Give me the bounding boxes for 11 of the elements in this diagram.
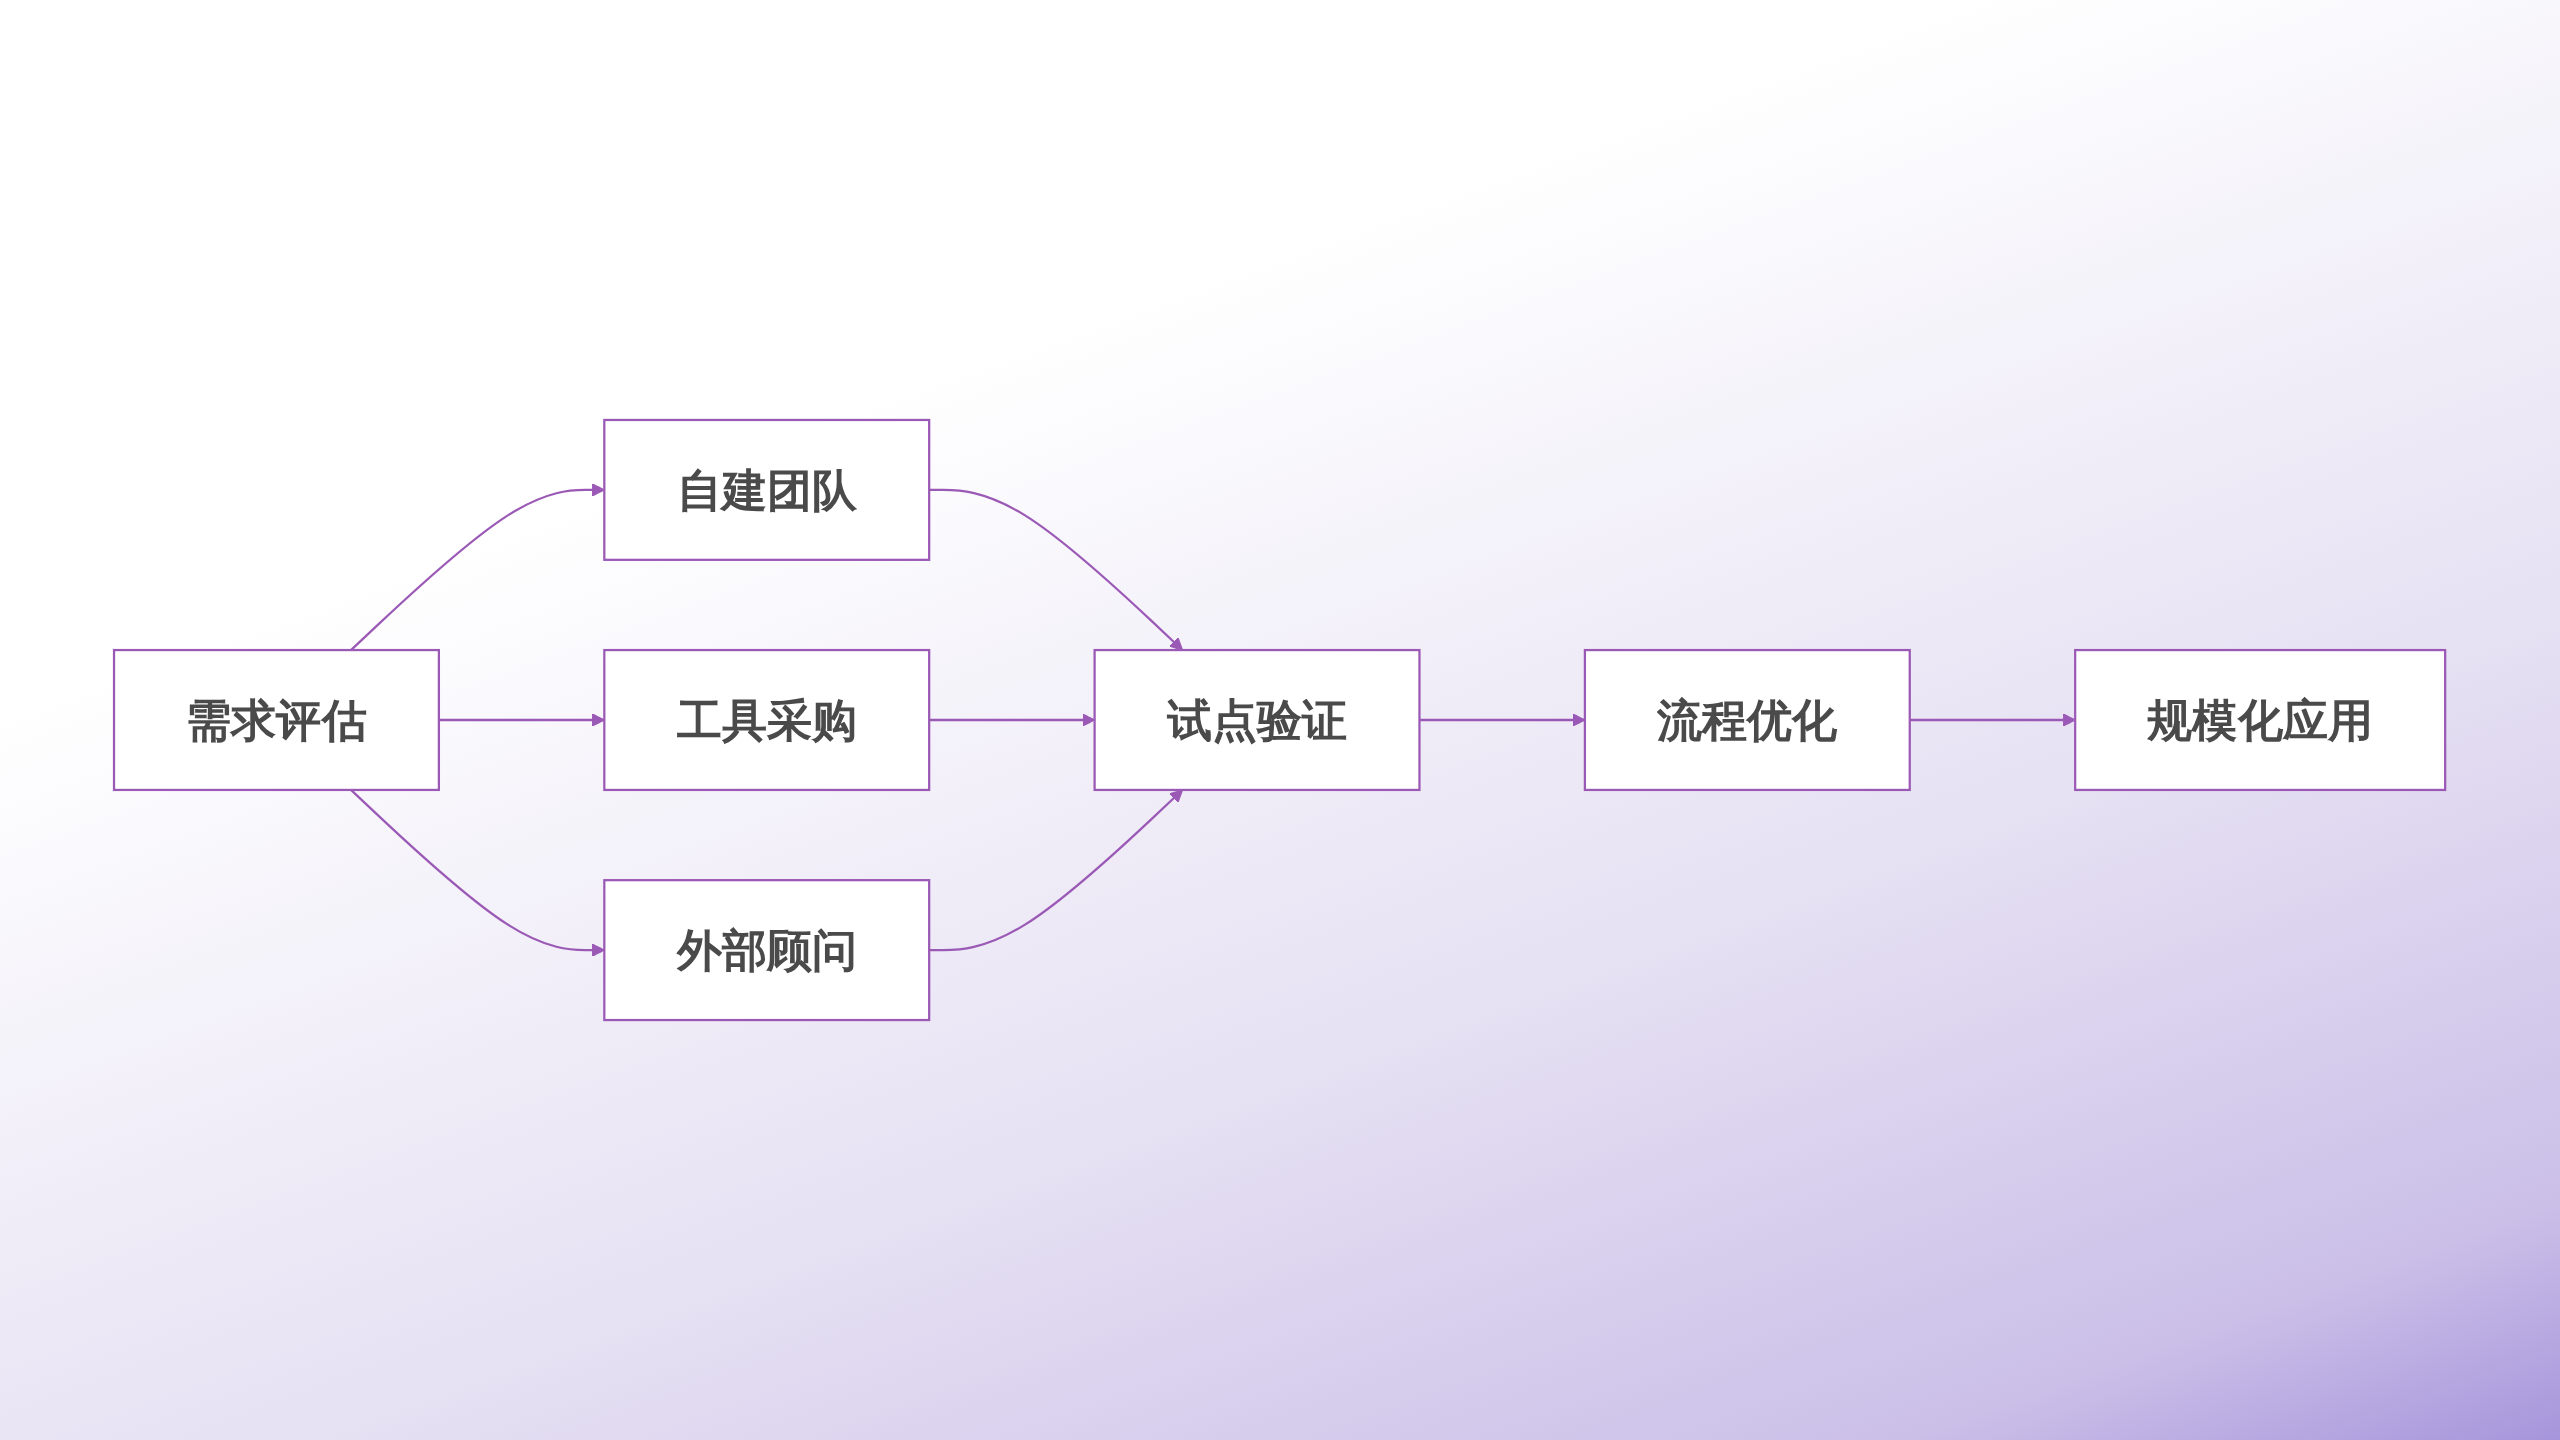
node-box: 工具采购 <box>603 648 931 792</box>
node-box: 流程优化 <box>1584 648 1912 792</box>
arrow <box>929 713 1096 727</box>
node-box: 需求评估 <box>113 648 441 792</box>
node-box: 规模化应用 <box>2074 648 2447 792</box>
arrow <box>1419 713 1586 727</box>
arrow <box>929 488 1184 651</box>
node-box: 试点验证 <box>1093 648 1421 792</box>
node-box: 外部顾问 <box>603 879 931 1022</box>
arrow <box>929 789 1184 952</box>
node-box: 自建团队 <box>603 418 931 561</box>
